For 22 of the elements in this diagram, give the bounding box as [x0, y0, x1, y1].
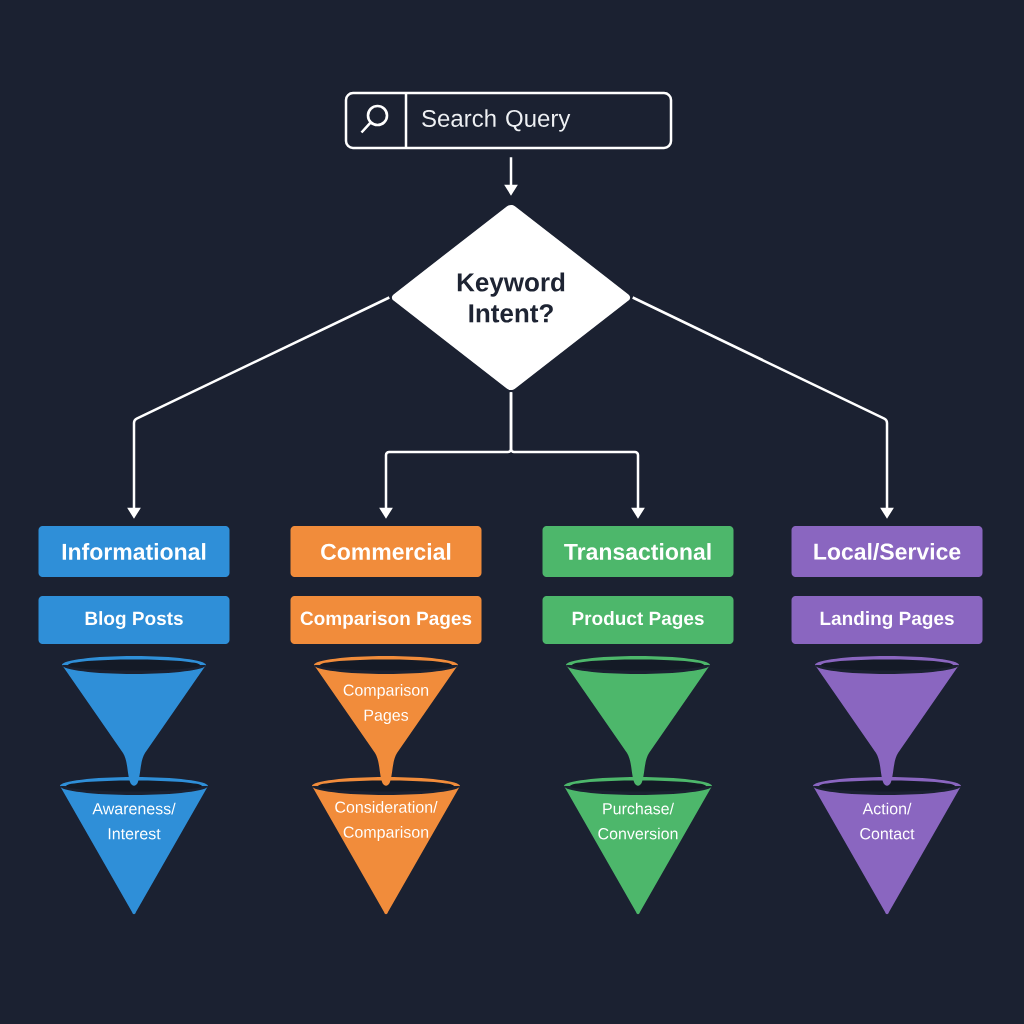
node-label: Consideration/ Comparison	[335, 801, 438, 841]
category-box: Commercial	[290, 526, 482, 577]
funnel: Purchase/ Conversion	[564, 777, 712, 915]
node-label: Awareness/ Interest	[92, 802, 176, 840]
category-box: Transactional	[542, 526, 734, 577]
funnel	[566, 656, 710, 786]
content-box: Comparison Pages	[290, 596, 482, 644]
funnel: Action/ Contact	[813, 777, 961, 915]
content-box: Product Pages	[542, 596, 734, 644]
funnel: Awareness/ Interest	[60, 777, 208, 915]
search-bar: Search Query	[344, 91, 673, 150]
funnel: Consideration/ Comparison	[312, 777, 460, 915]
category-box: Informational	[38, 526, 230, 577]
funnel	[815, 656, 959, 786]
node-label: Action/ Contact	[860, 802, 915, 840]
content-box: Landing Pages	[791, 596, 983, 644]
content-box: Blog Posts	[38, 596, 230, 644]
funnel: Comparison Pages	[314, 656, 458, 786]
funnel	[62, 656, 206, 786]
category-box: Local/Service	[791, 526, 983, 577]
node-label: Purchase/ Conversion	[598, 802, 678, 840]
node-label: Comparison Pages	[343, 684, 429, 724]
